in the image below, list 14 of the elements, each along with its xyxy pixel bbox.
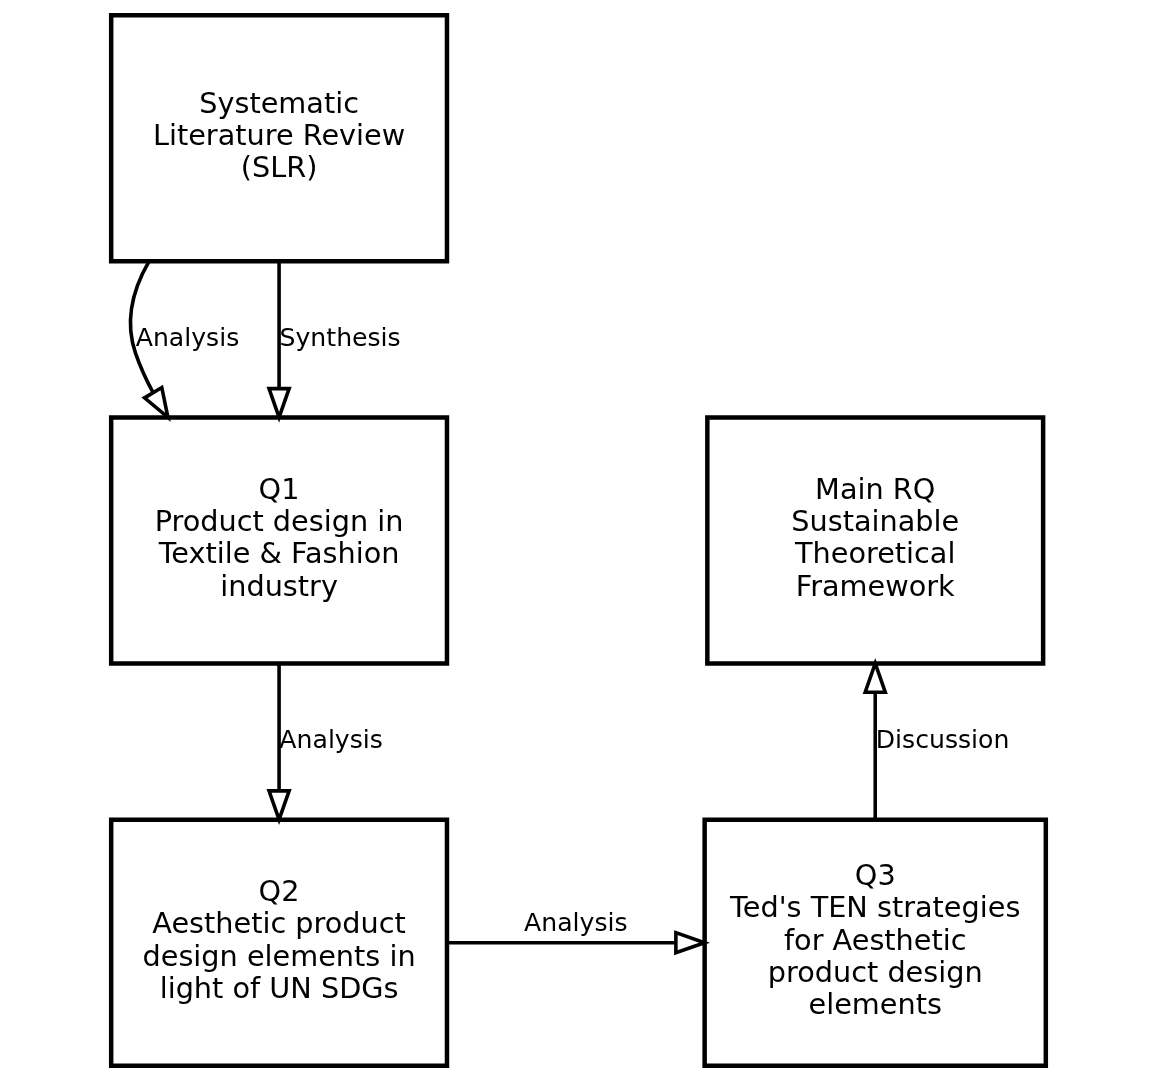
node-box: Q2 Aesthetic product design elements in light of UN SDGs	[108, 817, 449, 1068]
arrow	[266, 663, 292, 826]
arrow	[447, 930, 710, 956]
node-box: Main RQ Sustainable Theoretical Framework	[704, 415, 1045, 666]
edge-label: Synthesis	[279, 323, 401, 353]
node-box: Q1 Product design in Textile & Fashion industry	[108, 415, 449, 666]
arrow	[862, 658, 888, 820]
arrow	[128, 260, 171, 422]
node-box: Q3 Ted's TEN strategies for Aesthetic product design elements	[701, 817, 1048, 1068]
node-box: Systematic Literature Review (SLR)	[108, 13, 449, 264]
edge-label: Analysis	[135, 323, 239, 353]
arrow	[266, 261, 292, 423]
edge-label: Discussion	[875, 725, 1009, 755]
edge-label: Analysis	[523, 907, 628, 937]
